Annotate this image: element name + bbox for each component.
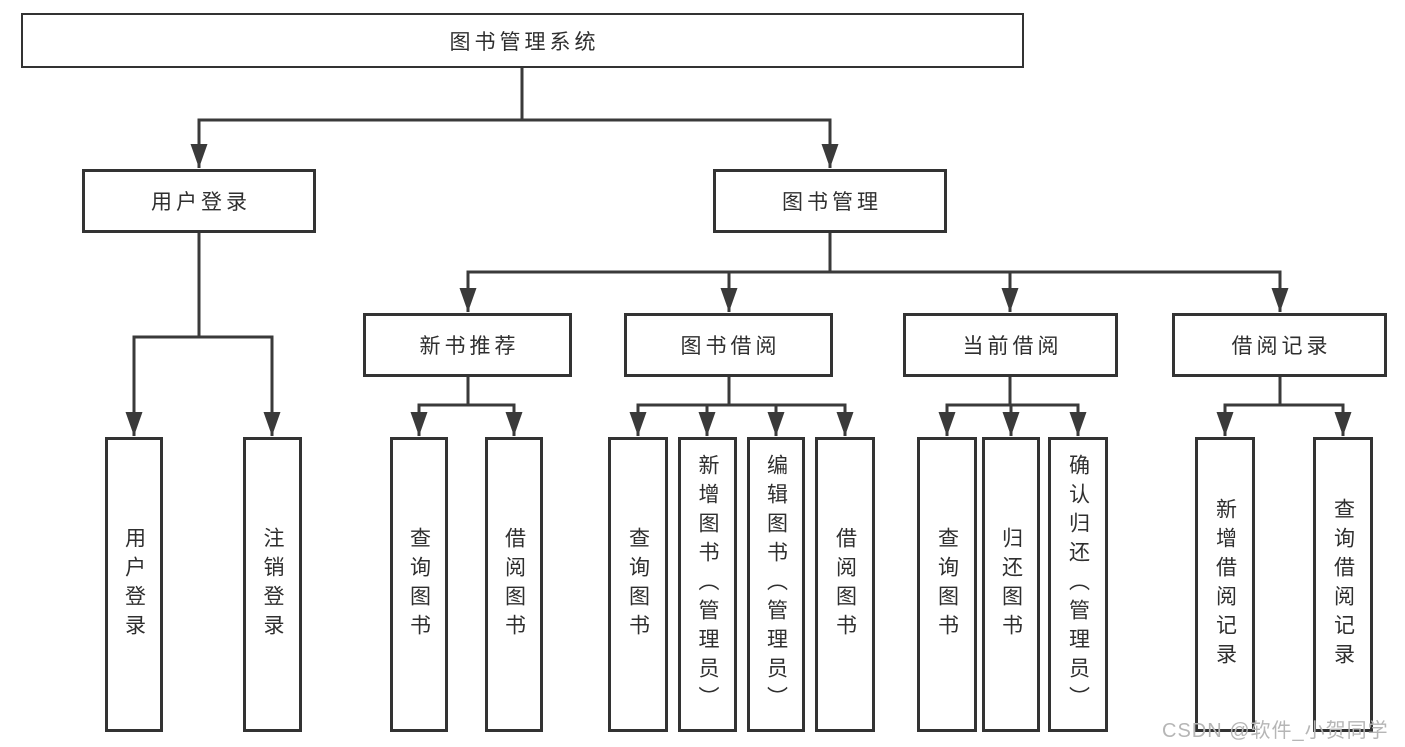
node-root: 图书管理系统 [21,13,1024,68]
node-borrowing-edit-books-admin: 编辑图书（管理员） [747,437,805,732]
node-recommend-borrow-books: 借阅图书 [485,437,543,732]
node-book-borrowing: 图书借阅 [624,313,833,377]
node-current-query-books: 查询图书 [917,437,977,732]
node-records-query-record: 查询借阅记录 [1313,437,1373,732]
node-new-book-recommend: 新书推荐 [363,313,572,377]
node-borrow-records: 借阅记录 [1172,313,1387,377]
node-current-return-books: 归还图书 [982,437,1040,732]
node-borrowing-query-books: 查询图书 [608,437,668,732]
node-current-confirm-return-admin: 确认归还（管理员） [1048,437,1108,732]
arrow-lines [125,120,1352,436]
node-book-management: 图书管理 [713,169,947,233]
node-login-logout: 注销登录 [243,437,302,732]
csdn-watermark: CSDN @软件_小贺同学 [1162,720,1389,742]
connector-lines [132,66,1345,407]
node-borrowing-borrow-books: 借阅图书 [815,437,875,732]
node-current-borrowing: 当前借阅 [903,313,1118,377]
node-recommend-query-books: 查询图书 [390,437,448,732]
node-borrowing-add-books-admin: 新增图书（管理员） [678,437,737,732]
node-login-user-login: 用户登录 [105,437,163,732]
node-user-login: 用户登录 [82,169,316,233]
node-records-add-record: 新增借阅记录 [1195,437,1255,732]
